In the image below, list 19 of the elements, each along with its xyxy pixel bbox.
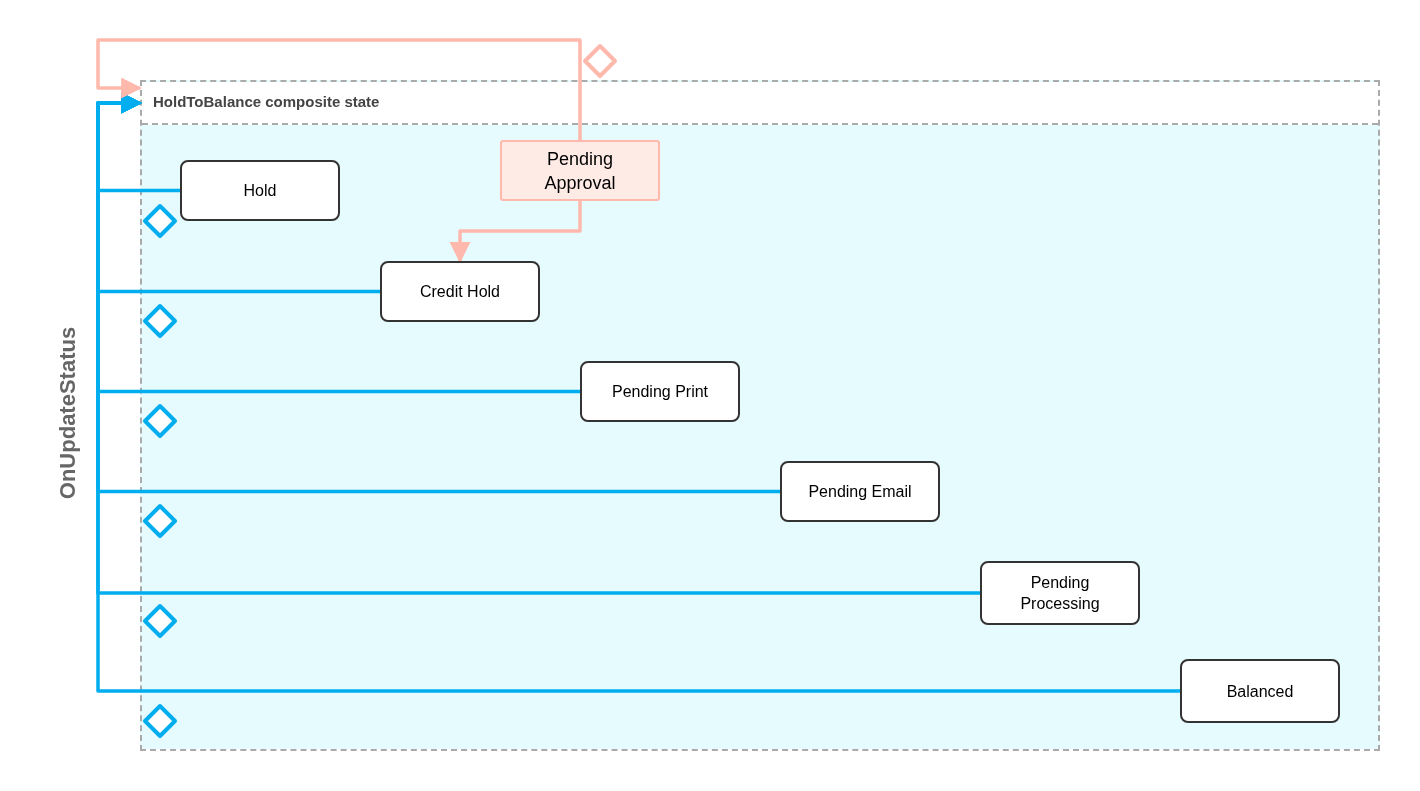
state-box: Pending Approval — [500, 140, 660, 201]
state-box: Balanced — [1180, 659, 1340, 723]
state-box: Pending Processing — [980, 561, 1140, 625]
state-box: Credit Hold — [380, 261, 540, 322]
composite-state-panel — [140, 80, 1380, 751]
choice-diamond — [143, 704, 177, 738]
trigger-label: OnUpdateStatus — [55, 326, 82, 500]
panel-header: HoldToBalance composite state — [142, 82, 1378, 125]
choice-diamond — [143, 204, 177, 238]
choice-diamond — [143, 304, 177, 338]
state-box: Hold — [180, 160, 340, 221]
choice-diamond — [143, 404, 177, 438]
choice-diamond — [143, 504, 177, 538]
arrow — [449, 201, 582, 264]
choice-diamond — [143, 604, 177, 638]
state-box: Pending Print — [580, 361, 740, 422]
arrow — [96, 38, 582, 140]
state-box: Pending Email — [780, 461, 940, 522]
choice-diamond — [583, 44, 617, 78]
